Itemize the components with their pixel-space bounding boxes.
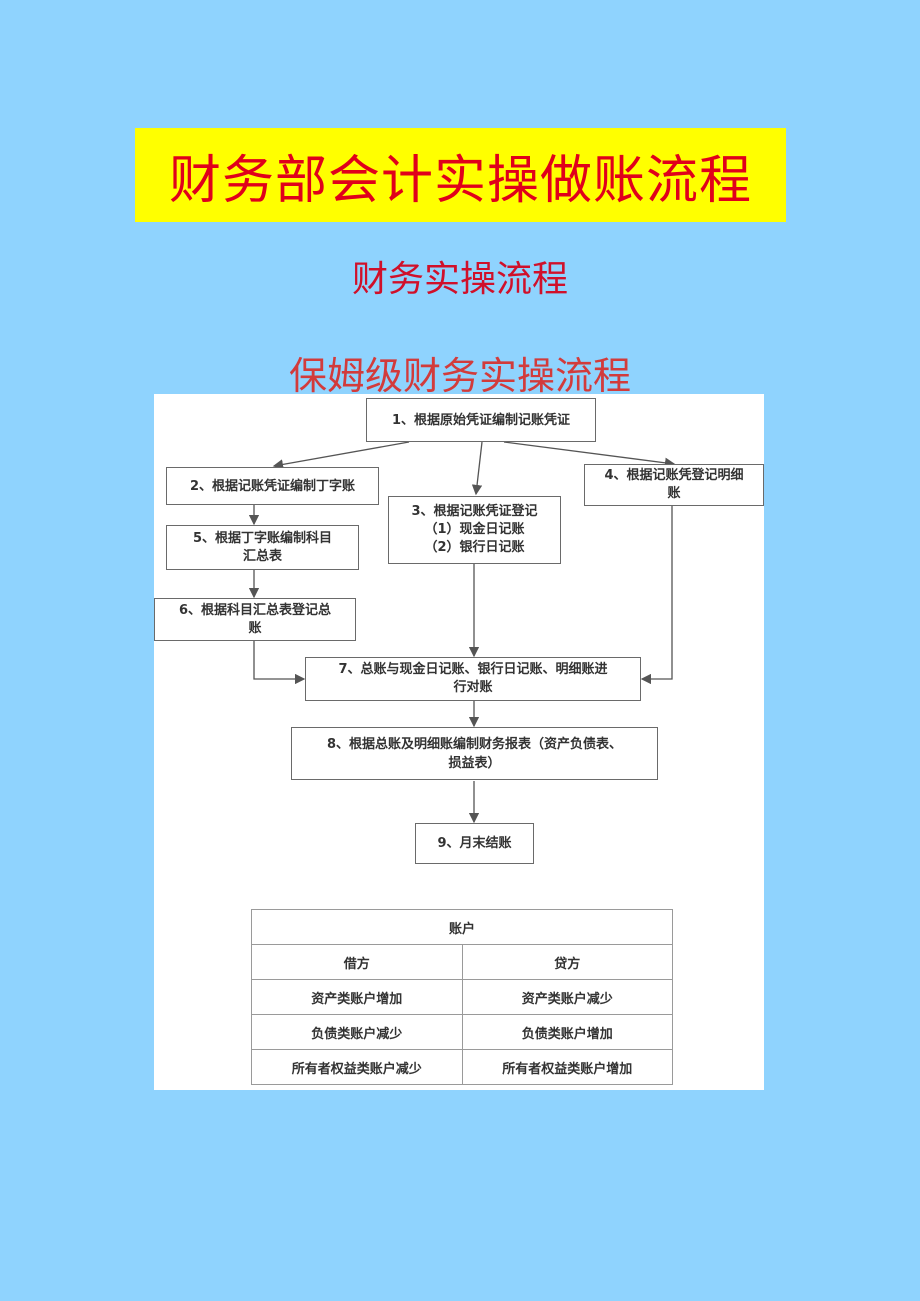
step-2-box: 2、根据记账凭证编制丁字账 [166,467,379,505]
step-3-box: 3、根据记账凭证登记 （1）现金日记账 （2）银行日记账 [388,496,561,564]
table-cell: 资产类账户增加 [251,979,463,1015]
step-8-label: 8、根据总账及明细账编制财务报表（资产负债表、 [326,736,623,752]
step-8-label-cont: 损益表） [448,755,501,771]
table-row: 所有者权益类账户减少 所有者权益类账户增加 [251,1049,673,1085]
table-cell: 所有者权益类账户增加 [461,1049,673,1085]
step-1-box: 1、根据原始凭证编制记账凭证 [366,398,596,442]
step-4-label: 4、根据记账凭登记明细 [604,468,744,483]
table-row: 负债类账户减少 负债类账户增加 [251,1014,673,1050]
table-cell: 所有者权益类账户减少 [251,1049,463,1085]
step-7-box: 7、总账与现金日记账、银行日记账、明细账进 行对账 [305,657,641,701]
step-9-label: 9、月末结账 [437,836,512,851]
flowchart-panel: 1、根据原始凭证编制记账凭证 2、根据记账凭证编制丁字账 3、根据记账凭证登记 … [154,394,764,1090]
step-3-label: 3、根据记账凭证登记 [411,504,538,519]
step-3-cash: （1）现金日记账 [424,522,525,537]
account-table: 账户 借方 贷方 资产类账户增加 资产类账户减少 负债类账户减少 负债类账户增加… [251,909,673,1085]
title-banner: 财务部会计实操做账流程 [135,128,786,222]
step-7-label-cont: 行对账 [453,680,493,695]
table-cell: 资产类账户减少 [461,979,673,1015]
step-4-label-cont: 账 [667,486,681,501]
table-cell: 负债类账户减少 [251,1014,463,1050]
arrow-1-2 [272,441,410,470]
step-8-box: 8、根据总账及明细账编制财务报表（资产负债表、 损益表） [291,727,658,780]
page-title: 财务部会计实操做账流程 [168,150,752,211]
subtitle: 财务实操流程 [351,259,568,300]
flow-arrows [248,441,676,824]
step-6-label-cont: 账 [248,620,262,636]
arrow-1-3 [471,441,483,496]
debit-header: 借方 [251,944,463,980]
credit-header: 贷方 [461,944,673,980]
step-2-label: 2、根据记账凭证编制丁字账 [189,478,356,494]
subtitle-secondary: 保姆级财务实操流程 [288,354,631,398]
account-table-header: 账户 [251,909,673,945]
step-6-box: 6、根据科目汇总表登记总 账 [154,598,356,641]
arrow-4-7 [640,506,673,685]
step-9-box: 9、月末结账 [415,823,534,864]
table-row: 资产类账户增加 资产类账户减少 [251,979,673,1015]
table-cell: 负债类账户增加 [461,1014,673,1050]
step-7-label: 7、总账与现金日记账、银行日记账、明细账进 [338,662,608,677]
step-5-label-cont: 汇总表 [242,548,282,564]
step-4-box: 4、根据记账凭登记明细 账 [584,464,764,506]
step-5-label: 5、根据丁字账编制科目 [192,530,333,546]
step-1-label: 1、根据原始凭证编制记账凭证 [391,412,571,428]
arrow-1-4 [503,441,676,468]
step-6-label: 6、根据科目汇总表登记总 [178,602,332,618]
arrow-6-7 [253,640,306,685]
step-5-box: 5、根据丁字账编制科目 汇总表 [166,525,359,570]
step-3-bank: （2）银行日记账 [424,540,525,555]
